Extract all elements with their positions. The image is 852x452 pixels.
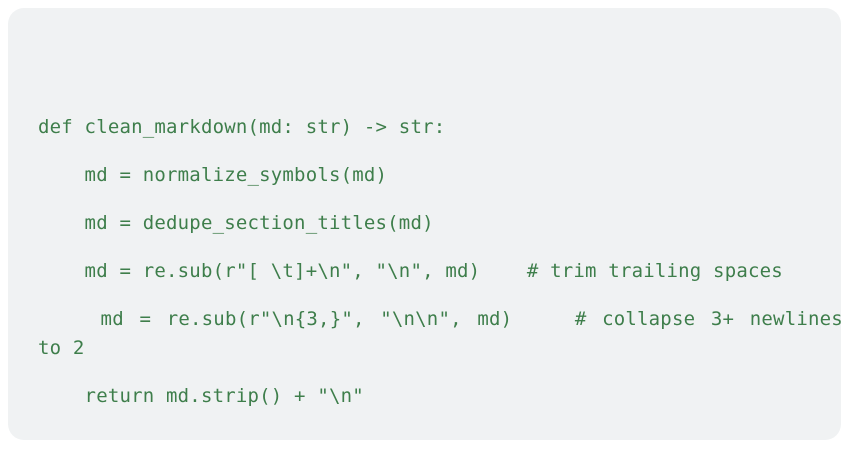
code-block-card: def clean_markdown(md: str) -> str: md =… [8, 8, 843, 440]
code-line-def: def clean_markdown(md: str) -> str: [38, 116, 446, 138]
code-line-dedupe: md = dedupe_section_titles(md) [38, 212, 434, 234]
code-line-wrap-continuation: to 2 [38, 337, 85, 359]
code-line-trim-trailing: md = re.sub(r"[ \t]+\n", "\n", md) # tri… [38, 260, 783, 282]
code-line-collapse-newlines: md = re.sub(r"\n{3,}", "\n\n", md) # col… [38, 308, 843, 330]
code-line-normalize: md = normalize_symbols(md) [38, 164, 388, 186]
code-line-return: return md.strip() + "\n" [38, 385, 364, 407]
code-content: def clean_markdown(md: str) -> str: md =… [8, 8, 843, 411]
